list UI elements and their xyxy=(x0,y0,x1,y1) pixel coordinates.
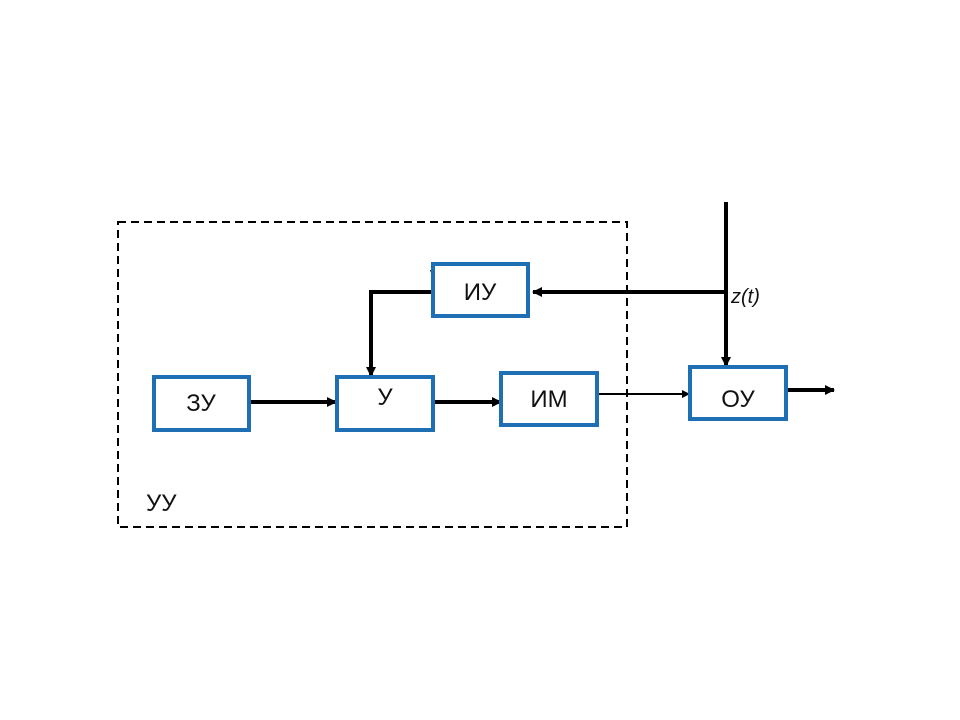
arrow-iu-to-u xyxy=(366,290,433,377)
block-u: У xyxy=(335,375,435,432)
control-device-group-label: УУ xyxy=(146,490,177,517)
block-zu: ЗУ xyxy=(152,375,251,432)
disturbance-signal-label: z(t) xyxy=(730,286,760,308)
block-im: ИМ xyxy=(499,371,599,427)
block-ou: ОУ xyxy=(688,365,788,421)
block-iu-label: ИУ xyxy=(464,279,497,306)
block-zu-label: ЗУ xyxy=(186,390,216,417)
block-u-label: У xyxy=(377,384,393,411)
block-iu: ИУ xyxy=(431,262,530,318)
control-device-group-border xyxy=(117,221,628,528)
block-ou-label: ОУ xyxy=(721,386,755,413)
block-im-label: ИМ xyxy=(530,386,567,413)
